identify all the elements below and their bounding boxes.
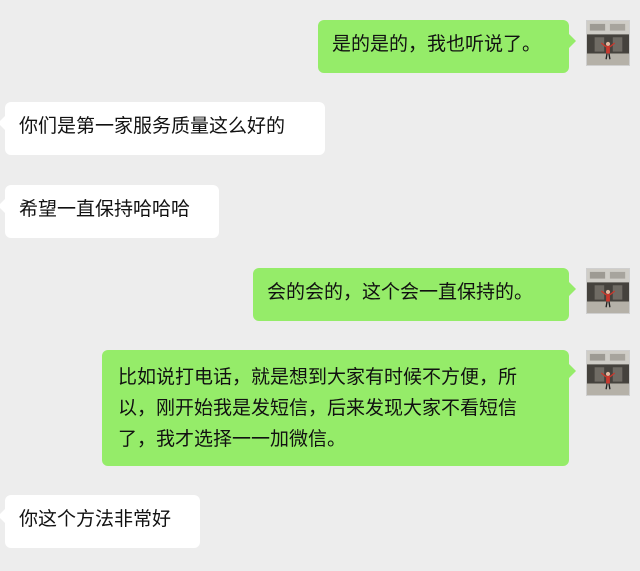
person-photo-icon [587, 351, 629, 395]
message-bubble-incoming[interactable]: 你们是第一家服务质量这么好的 [0, 102, 325, 155]
message-text: 希望一直保持哈哈哈 [19, 198, 191, 220]
person-photo-icon [587, 21, 629, 65]
message-text: 比如说打电话，就是想到大家有时候不方便，所以，刚开始我是发短信，后来发现大家不看… [118, 366, 518, 450]
message-bubble-incoming[interactable]: 希望一直保持哈哈哈 [0, 185, 219, 238]
message-text: 会的会的，这个会一直保持的。 [267, 281, 534, 303]
self-avatar[interactable] [586, 20, 630, 66]
message-bubble-outgoing[interactable]: 是的是的，我也听说了。 [318, 20, 576, 73]
self-avatar[interactable] [586, 350, 630, 396]
message-text: 你这个方法非常好 [19, 508, 172, 530]
message-text: 你们是第一家服务质量这么好的 [19, 115, 286, 137]
self-avatar[interactable] [586, 268, 630, 314]
message-bubble-outgoing[interactable]: 比如说打电话，就是想到大家有时候不方便，所以，刚开始我是发短信，后来发现大家不看… [102, 350, 576, 466]
message-bubble-outgoing[interactable]: 会的会的，这个会一直保持的。 [253, 268, 576, 321]
message-bubble-incoming[interactable]: 你这个方法非常好 [0, 495, 200, 548]
message-text: 是的是的，我也听说了。 [332, 33, 542, 55]
person-photo-icon [587, 269, 629, 313]
